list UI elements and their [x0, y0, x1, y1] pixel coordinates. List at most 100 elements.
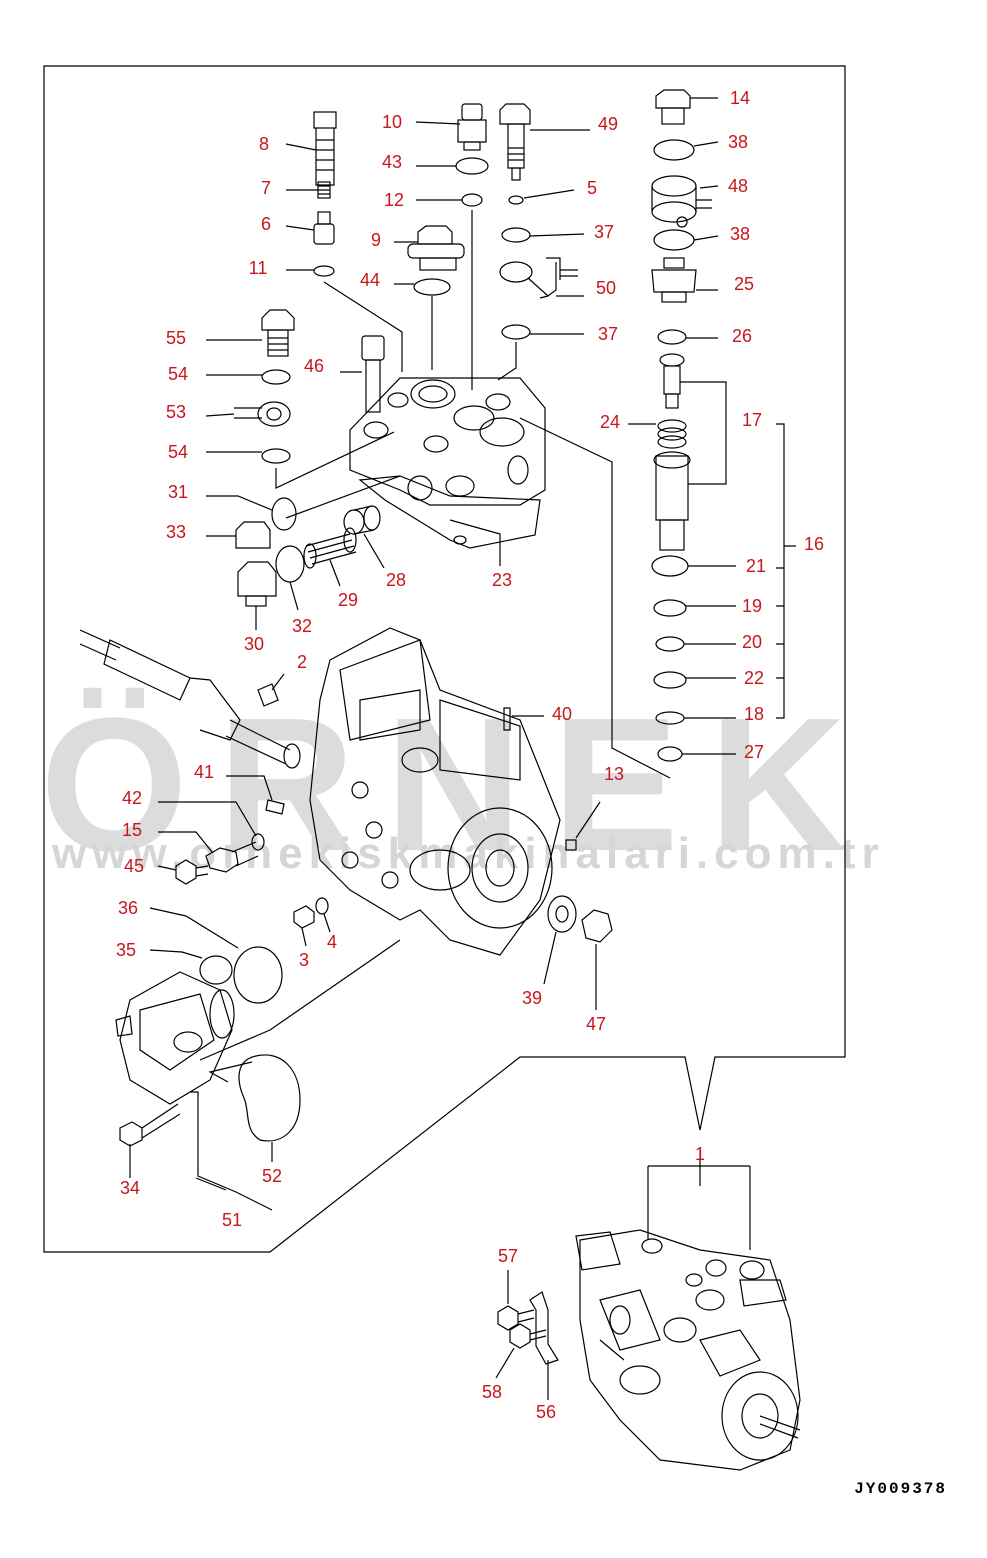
- part-20-o-ring: [655, 636, 685, 652]
- callout-label-23: 23: [492, 570, 512, 590]
- ticks-16: [776, 567, 784, 679]
- callout-label-8: 8: [259, 134, 269, 154]
- callout-label-24: 24: [600, 412, 620, 432]
- callout-label-17: 17: [742, 410, 762, 430]
- callout-label-36: 36: [118, 898, 138, 918]
- part-11-washer: [313, 265, 335, 277]
- assembled-pump: [575, 1165, 801, 1471]
- callout-label-29: 29: [338, 590, 358, 610]
- leader-17-bracket: [680, 381, 727, 485]
- callout-label-54: 54: [168, 364, 188, 384]
- part-48-sleeve: [651, 175, 712, 228]
- callout-label-37: 37: [594, 222, 614, 242]
- callout-label-11: 11: [249, 258, 268, 278]
- exploded-view-frame: [43, 65, 846, 1253]
- callout-label-31: 31: [168, 482, 188, 502]
- part-10-plug: [457, 103, 487, 151]
- part-39-seal: [547, 895, 577, 933]
- part-49-banjo-bolt: [499, 103, 531, 181]
- callout-label-4: 4: [327, 932, 337, 952]
- part-8-valve-holder: [313, 111, 337, 186]
- callout-label-14: 14: [730, 88, 750, 108]
- assembled-leaders: [495, 1150, 701, 1400]
- part-9-plug: [407, 225, 465, 271]
- part-45-bolt: [175, 859, 209, 885]
- callout-label-47: 47: [586, 1014, 606, 1034]
- part-18-snap-ring: [655, 711, 685, 725]
- part-37-washer-bottom: [501, 324, 531, 340]
- callout-label-20: 20: [742, 632, 762, 652]
- callout-labels: 1234567891011121314151617181920212223242…: [116, 88, 824, 1422]
- callout-label-15: 15: [122, 820, 142, 840]
- part-19-seal: [653, 599, 687, 617]
- callout-label-3: 3: [299, 950, 309, 970]
- part-34-bolt: [119, 1103, 181, 1147]
- callout-label-21: 21: [746, 556, 766, 576]
- part-23-head-block: [349, 377, 546, 549]
- part-53-banjo-fitting: [234, 401, 291, 427]
- callout-label-44: 44: [360, 270, 380, 290]
- part-36-o-ring: [233, 946, 283, 1004]
- callout-label-53: 53: [166, 402, 186, 422]
- callout-label-33: 33: [166, 522, 186, 542]
- callout-label-16: 16: [804, 534, 824, 554]
- part-29-spring: [303, 527, 357, 569]
- part-32-gasket: [275, 545, 305, 583]
- part-37-washer-top: [501, 227, 531, 243]
- callout-label-25: 25: [734, 274, 754, 294]
- part-21-o-ring: [651, 555, 689, 577]
- callout-label-32: 32: [292, 616, 312, 636]
- callout-label-49: 49: [598, 114, 618, 134]
- callout-label-10: 10: [382, 112, 402, 132]
- part-54-washer-top: [261, 369, 291, 385]
- callout-label-48: 48: [728, 176, 748, 196]
- pump-housing: [309, 627, 561, 956]
- callout-label-43: 43: [382, 152, 402, 172]
- callout-label-38: 38: [728, 132, 748, 152]
- part-35-o-ring: [199, 955, 233, 985]
- callout-label-56: 56: [536, 1402, 556, 1422]
- part-3-fitting: [293, 905, 315, 929]
- part-52-gasket: [238, 1054, 301, 1142]
- callout-label-2: 2: [297, 652, 307, 672]
- callout-label-13: 13: [604, 764, 624, 784]
- callout-label-6: 6: [261, 214, 271, 234]
- part-2-key: [257, 683, 279, 707]
- part-14-plug: [655, 89, 691, 125]
- part-57-bolt: [497, 1305, 535, 1331]
- callout-label-51: 51: [222, 1210, 242, 1230]
- part-54-washer-bottom: [261, 448, 291, 464]
- part-46-bolt: [361, 335, 385, 413]
- bracket-16: [776, 423, 796, 719]
- part-shaft: [79, 629, 301, 769]
- part-47-nut: [581, 909, 613, 943]
- part-38-gasket-top: [653, 139, 695, 161]
- part-39-seal-inner: [555, 905, 569, 923]
- part-58-bolt: [509, 1323, 547, 1349]
- callout-label-45: 45: [124, 856, 144, 876]
- part-12-washer: [461, 193, 483, 207]
- part-42-o-ring: [251, 833, 265, 851]
- callout-label-57: 57: [498, 1246, 518, 1266]
- part-50-return-pipe: [499, 257, 578, 299]
- callout-label-42: 42: [122, 788, 142, 808]
- callout-label-37: 37: [598, 324, 618, 344]
- callout-label-40: 40: [552, 704, 572, 724]
- callout-label-5: 5: [587, 178, 597, 198]
- callout-label-55: 55: [166, 328, 186, 348]
- callout-label-19: 19: [742, 596, 762, 616]
- part-41-pin: [265, 799, 285, 815]
- callout-label-34: 34: [120, 1178, 140, 1198]
- part-27-washer: [657, 746, 683, 762]
- part-38-gasket-bottom: [653, 229, 695, 251]
- callout-label-50: 50: [596, 278, 616, 298]
- part-17-plunger: [653, 353, 691, 551]
- part-25-delivery-valve: [651, 257, 697, 303]
- part-44-o-ring: [413, 278, 451, 296]
- callout-label-28: 28: [386, 570, 406, 590]
- callout-label-12: 12: [384, 190, 404, 210]
- part-15-bracket: [205, 841, 259, 873]
- part-5-o-ring: [508, 195, 524, 205]
- leader-lines-governor: [190, 939, 401, 1211]
